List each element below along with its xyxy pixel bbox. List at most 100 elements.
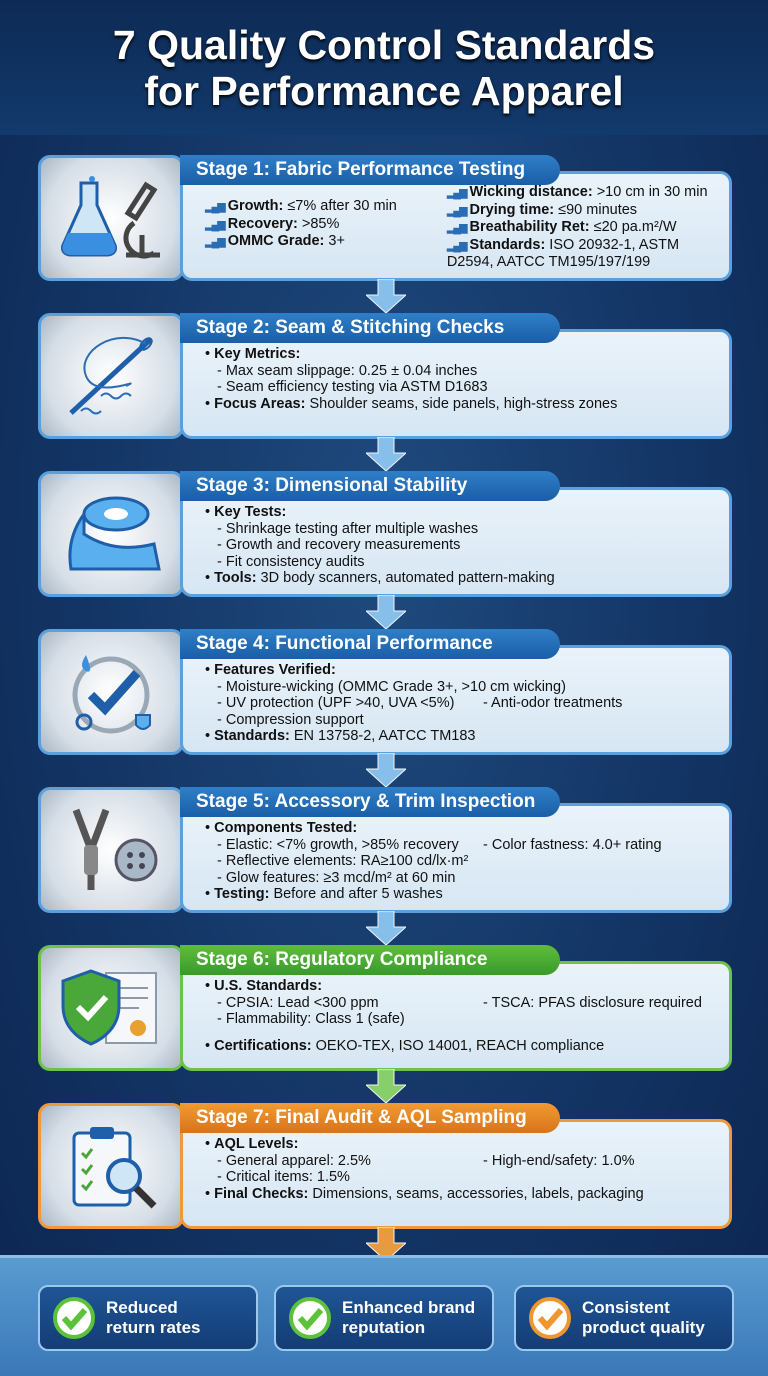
bar-chart-icon: ▂▄▆ <box>205 218 226 231</box>
metric-value: >10 cm in 30 min <box>592 184 708 200</box>
zipper-button-icon <box>38 787 184 913</box>
stage-details: • AQL Levels:- General apparel: 2.5%- Hi… <box>180 1119 732 1229</box>
bullet-item: • Components Tested: <box>205 820 729 837</box>
bullet-item: • Tools: 3D body scanners, automated pat… <box>205 570 729 587</box>
needle-thread-icon <box>38 313 184 439</box>
bullet-text: OEKO-TEX, ISO 14001, REACH compliance <box>311 1037 605 1054</box>
sub-item-row: - Flammability: Class 1 (safe) <box>205 1011 729 1028</box>
stage-title: Stage 5: Accessory & Trim Inspection <box>180 787 560 817</box>
bullet-text: Dimensions, seams, accessories, labels, … <box>308 1185 644 1202</box>
sub-item-row: - Fit consistency audits <box>205 554 729 571</box>
stage-title: Stage 4: Functional Performance <box>180 629 560 659</box>
bullet-icon: • <box>205 395 215 412</box>
stage-details: ▂▄▆Growth: ≤7% after 30 min▂▄▆Recovery: … <box>180 171 732 281</box>
benefit-line-2: return rates <box>106 1318 201 1337</box>
check-circle-icon <box>529 1297 571 1339</box>
benefit-line-1: Enhanced brand <box>342 1298 476 1317</box>
bullet-icon: • <box>205 1136 215 1152</box>
bullet-label: Key Tests: <box>214 504 287 520</box>
shield-certificate-icon <box>38 945 184 1071</box>
title-line-1: 7 Quality Control Standards <box>112 22 656 68</box>
bar-chart-icon: ▂▄▆ <box>446 222 468 234</box>
metric-label: Drying time: <box>469 201 555 218</box>
sub-item: - Critical items: 1.5% <box>217 1169 350 1185</box>
sub-item: - Shrinkage testing after multiple washe… <box>217 520 479 537</box>
bar-chart-icon: ▂▄▆ <box>446 187 468 199</box>
lab-flask-microscope-icon <box>38 155 184 281</box>
bullet-item: • U.S. Standards: <box>205 978 729 995</box>
bullet-label: Key Metrics: <box>214 346 301 362</box>
sub-item-row: - Moisture-wicking (OMMC Grade 3+, >10 c… <box>205 679 729 696</box>
metric-value: 3+ <box>324 233 345 249</box>
bar-chart-icon: ▂▄▆ <box>446 204 468 217</box>
sub-item-row: - CPSIA: Lead <300 ppm - TSCA: PFAS discl… <box>205 995 729 1012</box>
bullet-item: • Certifications: OEKO-TEX, ISO 14001, R… <box>205 1038 729 1055</box>
sub-item: - Fit consistency audits <box>217 553 365 570</box>
stage-card-3: Stage 3: Dimensional Stability • Key Tes… <box>38 471 732 597</box>
metric-item: ▂▄▆Drying time: ≤90 minutes <box>447 202 729 220</box>
bullet-text: Before and after 5 washes <box>269 886 443 902</box>
sub-item: - Flammability: Class 1 (safe) <box>217 1011 405 1027</box>
bullet-label: Components Tested: <box>214 820 358 836</box>
benefit-line-1: Consistent <box>582 1298 670 1317</box>
sub-item-row: - Growth and recovery measurements <box>205 537 729 554</box>
measuring-tape-icon <box>38 471 184 597</box>
stage-title: Stage 1: Fabric Performance Testing <box>180 155 560 185</box>
metric-item: ▂▄▆Recovery: >85% <box>205 216 429 234</box>
bullet-item: • Features Verified: <box>205 662 729 679</box>
sub-item: - Elastic: <7% growth, >85% recovery <box>217 836 459 853</box>
sub-item: - CPSIA: Lead <300 ppm <box>217 994 379 1011</box>
metric-label: OMMC Grade: <box>227 233 325 249</box>
page-title: 7 Quality Control Standards for Performa… <box>0 0 768 135</box>
bullet-item: • AQL Levels: <box>205 1136 729 1153</box>
down-arrow-icon <box>364 910 408 946</box>
checkmark-droplet-sun-icon <box>38 629 184 755</box>
bullet-label: Tools: <box>214 570 257 586</box>
stage-card-5: Stage 5: Accessory & Trim Inspection • C… <box>38 787 732 913</box>
sub-item-row: - Critical items: 1.5% <box>205 1169 729 1186</box>
metrics-right: ▂▄▆Wicking distance: >10 cm in 30 min▂▄▆… <box>447 184 729 271</box>
metric-value: ≤90 minutes <box>554 201 638 218</box>
down-arrow-icon <box>364 436 408 472</box>
sub-item: - Glow features: ≥3 mcd/m² at 60 min <box>217 869 456 886</box>
down-arrow-icon <box>364 752 408 788</box>
benefit-line-2: product quality <box>582 1318 705 1337</box>
sub-item: - TSCA: PFAS disclosure required <box>483 994 702 1011</box>
bullet-icon: • <box>205 728 215 744</box>
sub-item: - Moisture-wicking (OMMC Grade 3+, >10 c… <box>217 678 566 695</box>
down-arrow-icon <box>364 1068 408 1104</box>
sub-item-row: - Shrinkage testing after multiple washe… <box>205 521 729 538</box>
bullet-icon: • <box>205 346 215 362</box>
metric-value: ≤20 pa.m²/W <box>589 219 677 235</box>
bullet-icon: • <box>205 886 215 902</box>
sub-item: - Max seam slippage: 0.25 ± 0.04 inches <box>217 362 478 379</box>
sub-item: - Reflective elements: RA≥100 cd/lx·m² <box>217 853 469 869</box>
sub-item-row: - Seam efficiency testing via ASTM D1683 <box>205 379 729 396</box>
title-line-2: for Performance Apparel <box>144 68 624 114</box>
metric-item: ▂▄▆Growth: ≤7% after 30 min <box>205 198 429 216</box>
metric-value: ISO 20932-1, ASTM D2594, AATCC TM195/197… <box>446 236 680 271</box>
stage-title: Stage 6: Regulatory Compliance <box>180 945 560 975</box>
metrics-left: ▂▄▆Growth: ≤7% after 30 min▂▄▆Recovery: … <box>205 198 429 271</box>
sub-item: - Anti-odor treatments <box>483 695 623 711</box>
sub-item-row: - Max seam slippage: 0.25 ± 0.04 inches <box>205 363 729 380</box>
bar-chart-icon: ▂▄▆ <box>446 239 468 252</box>
metric-label: Wicking distance: <box>469 184 593 200</box>
bullet-label: Standards: <box>214 728 290 744</box>
bullet-label: Final Checks: <box>214 1185 309 1202</box>
benefit-line-2: reputation <box>342 1318 426 1337</box>
stage-card-1: Stage 1: Fabric Performance Testing ▂▄▆G… <box>38 155 732 281</box>
bullet-text: Shoulder seams, side panels, high-stress… <box>305 395 618 412</box>
bullet-label: Features Verified: <box>214 662 336 678</box>
stage-title: Stage 3: Dimensional Stability <box>180 471 560 501</box>
bullet-label: Testing: <box>214 886 270 902</box>
bullet-item: • Final Checks: Dimensions, seams, acces… <box>205 1186 729 1203</box>
sub-item: - UV protection (UPF >40, UVA <5%) <box>217 695 455 711</box>
sub-item-row: - Compression support <box>205 712 729 729</box>
sub-item: - Compression support <box>217 711 364 728</box>
metric-item: ▂▄▆Breathability Ret: ≤20 pa.m²/W <box>447 219 729 237</box>
bullet-label: U.S. Standards: <box>214 978 323 994</box>
bullet-label: Certifications: <box>214 1037 312 1054</box>
